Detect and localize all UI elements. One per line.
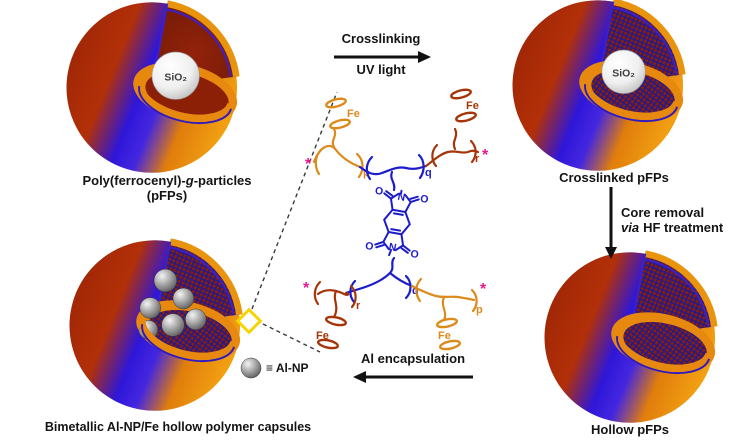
al-np-sphere — [185, 308, 207, 331]
ferrocene-ring-icon — [316, 338, 340, 350]
fe-label: Fe — [316, 330, 329, 342]
pfps-caption-line1: Poly(ferrocenyl)-g-particles — [82, 173, 252, 188]
blue-backbone-top — [358, 153, 428, 192]
subscript-p: p — [476, 304, 483, 316]
al-np-legend-icon — [240, 357, 262, 379]
pfps-caption-line2: (pFPs) — [146, 188, 188, 204]
oxygen-label: O — [364, 240, 374, 253]
inner-bowl-mesh — [623, 321, 707, 368]
sio2-core-sphere — [601, 49, 646, 94]
ferrocene-ring-icon — [450, 88, 472, 100]
diimide-crosslinker: N N O O O O — [364, 185, 429, 261]
chain-end-star: * — [480, 281, 487, 298]
ferrocene-ring-icon — [435, 317, 459, 329]
oxygen-label: O — [419, 193, 429, 206]
fe-label: Fe — [466, 100, 479, 112]
subscript-r: r — [356, 300, 361, 312]
core-removal-arrow — [605, 187, 617, 259]
hollow-pfps-graphic — [544, 248, 720, 423]
chain-end-star: * — [305, 156, 312, 173]
nitrogen-label: N — [388, 241, 398, 254]
subscript-r: r — [475, 153, 480, 165]
crosslinked-pfps-graphic: SiO₂ — [512, 0, 688, 171]
al-np-sphere — [161, 313, 185, 337]
chain-end-star: * — [482, 147, 489, 164]
al-encapsulation-arrow — [353, 371, 473, 383]
fe-label: Fe — [438, 330, 451, 342]
al-np-sphere — [172, 287, 195, 310]
ferrocene-ring-icon — [329, 118, 351, 130]
bimetallic-caption: Bimetallic Al-NP/Fe hollow polymer capsu… — [44, 420, 312, 434]
arrowhead-left-icon — [353, 371, 366, 383]
dark-red-polymer-arm-top — [424, 88, 480, 168]
al-np-sphere — [139, 297, 161, 319]
sio2-core-label: SiO₂ — [164, 72, 187, 83]
oxygen-label: O — [410, 248, 420, 261]
al-np-legend-label: ≡ Al-NP — [266, 361, 309, 375]
crosslinked-pfps-caption: Crosslinked pFPs — [559, 170, 669, 185]
chain-end-star: * — [303, 280, 310, 297]
ferrocene-ring-icon — [455, 111, 477, 123]
crosslinking-arrow — [334, 51, 431, 63]
al-np-sphere — [153, 268, 178, 293]
blue-backbone-bottom — [344, 256, 414, 304]
crosslinking-label: Crosslinking — [341, 31, 421, 46]
sio2-core-label: SiO₂ — [612, 69, 635, 80]
orange-polymer-arm-top — [312, 97, 364, 179]
callout-dashed-line-upper — [251, 91, 338, 310]
arrowhead-right-icon — [418, 51, 431, 63]
nitrogen-label: N — [397, 191, 407, 204]
molecular-structure: Fe * p q Fe r * — [303, 88, 489, 351]
sio2-core-sphere — [151, 51, 200, 100]
fe-label: Fe — [347, 108, 360, 120]
bimetallic-capsule-graphic — [69, 236, 245, 411]
al-encapsulation-label: Al encapsulation — [360, 351, 466, 366]
ferrocene-ring-icon — [324, 315, 348, 327]
orange-polymer-arm-bottom — [410, 277, 478, 351]
ferrocene-ring-icon — [438, 339, 462, 351]
callout-dashed-line-lower — [262, 323, 321, 353]
subscript-q: q — [425, 167, 432, 179]
pfps-caption: Poly(ferrocenyl)-g-particles (pFPs) — [47, 173, 287, 204]
ferrocene-ring-icon — [325, 97, 347, 109]
highlight-diamond — [235, 307, 263, 335]
oxygen-label: O — [374, 185, 384, 198]
hollow-pfps-caption: Hollow pFPs — [591, 422, 669, 437]
pfps-particle-graphic: SiO₂ — [66, 0, 242, 173]
arrowhead-down-icon — [605, 247, 617, 259]
dark-red-polymer-arm-bottom — [313, 280, 357, 350]
uv-light-label: UV light — [356, 62, 406, 77]
